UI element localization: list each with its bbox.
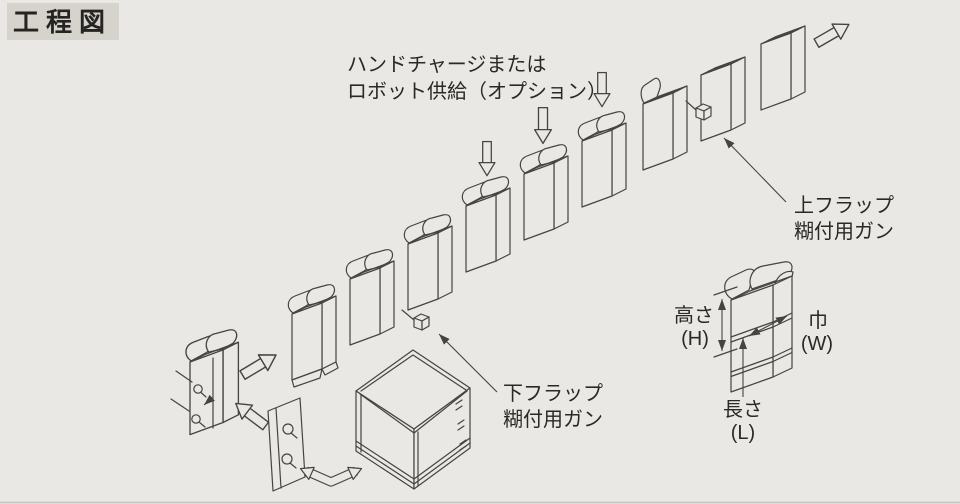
length-label: 長さ <box>723 399 763 421</box>
carton-open-2 <box>403 214 453 311</box>
lower-gun-label-line2: 糊付用ガン <box>503 408 603 431</box>
suction-arm-lower <box>170 398 190 412</box>
page-title: 工程図 <box>13 7 112 37</box>
flow-arrow-exit <box>812 17 853 51</box>
carton-sealed <box>760 25 806 111</box>
suction-cup-icon <box>193 384 203 394</box>
dimension-marks <box>713 286 788 397</box>
flow-arrow-erect <box>238 347 281 383</box>
height-label: 高さ <box>674 304 714 327</box>
upper-gun-label-line1: 上フラップ <box>794 194 894 217</box>
lower-gun-leader-arrow <box>438 333 498 393</box>
lower-glue-gun <box>401 309 430 331</box>
insert-arrow-1 <box>479 142 495 176</box>
dimension-carton <box>724 261 794 393</box>
carton-open-3 <box>461 176 511 273</box>
height-symbol: (H) <box>681 328 709 350</box>
lower-gun-label-line1: 下フラップ <box>503 383 603 405</box>
carton-blank-pickup <box>170 329 240 436</box>
carton-erected <box>287 284 339 388</box>
carton-top-glued <box>700 56 746 142</box>
width-dimension-arrow <box>748 315 788 337</box>
feed-label-line2: ロボット供給（オプション） <box>347 80 607 103</box>
width-label: 巾 <box>808 309 828 332</box>
insert-arrow-2 <box>535 108 552 144</box>
width-symbol: (W) <box>801 333 833 355</box>
carton-open-4 <box>519 144 569 241</box>
carton-flaps-closing <box>640 77 688 171</box>
shuttle-arrow <box>299 466 363 487</box>
length-symbol: (L) <box>731 422 755 444</box>
carton-open-1 <box>345 249 395 346</box>
suction-cup-icon <box>191 414 201 424</box>
upper-gun-label-line2: 糊付用ガン <box>794 220 894 243</box>
suction-pointer-arrow <box>203 394 215 406</box>
upper-glue-gun <box>685 100 712 121</box>
suction-arm-upper <box>175 370 193 383</box>
magazine-vent-dashes <box>455 399 467 451</box>
suction-cup-icon <box>282 423 294 435</box>
suction-cup-icon <box>281 453 293 465</box>
vacuum-plate <box>267 397 306 492</box>
blank-magazine-box <box>355 349 471 490</box>
title-box: 工程図 <box>7 3 119 40</box>
feed-label-line1: ハンドチャージまたは <box>347 54 546 76</box>
upper-gun-leader-arrow <box>723 137 787 203</box>
carton-open-5 <box>577 111 627 208</box>
